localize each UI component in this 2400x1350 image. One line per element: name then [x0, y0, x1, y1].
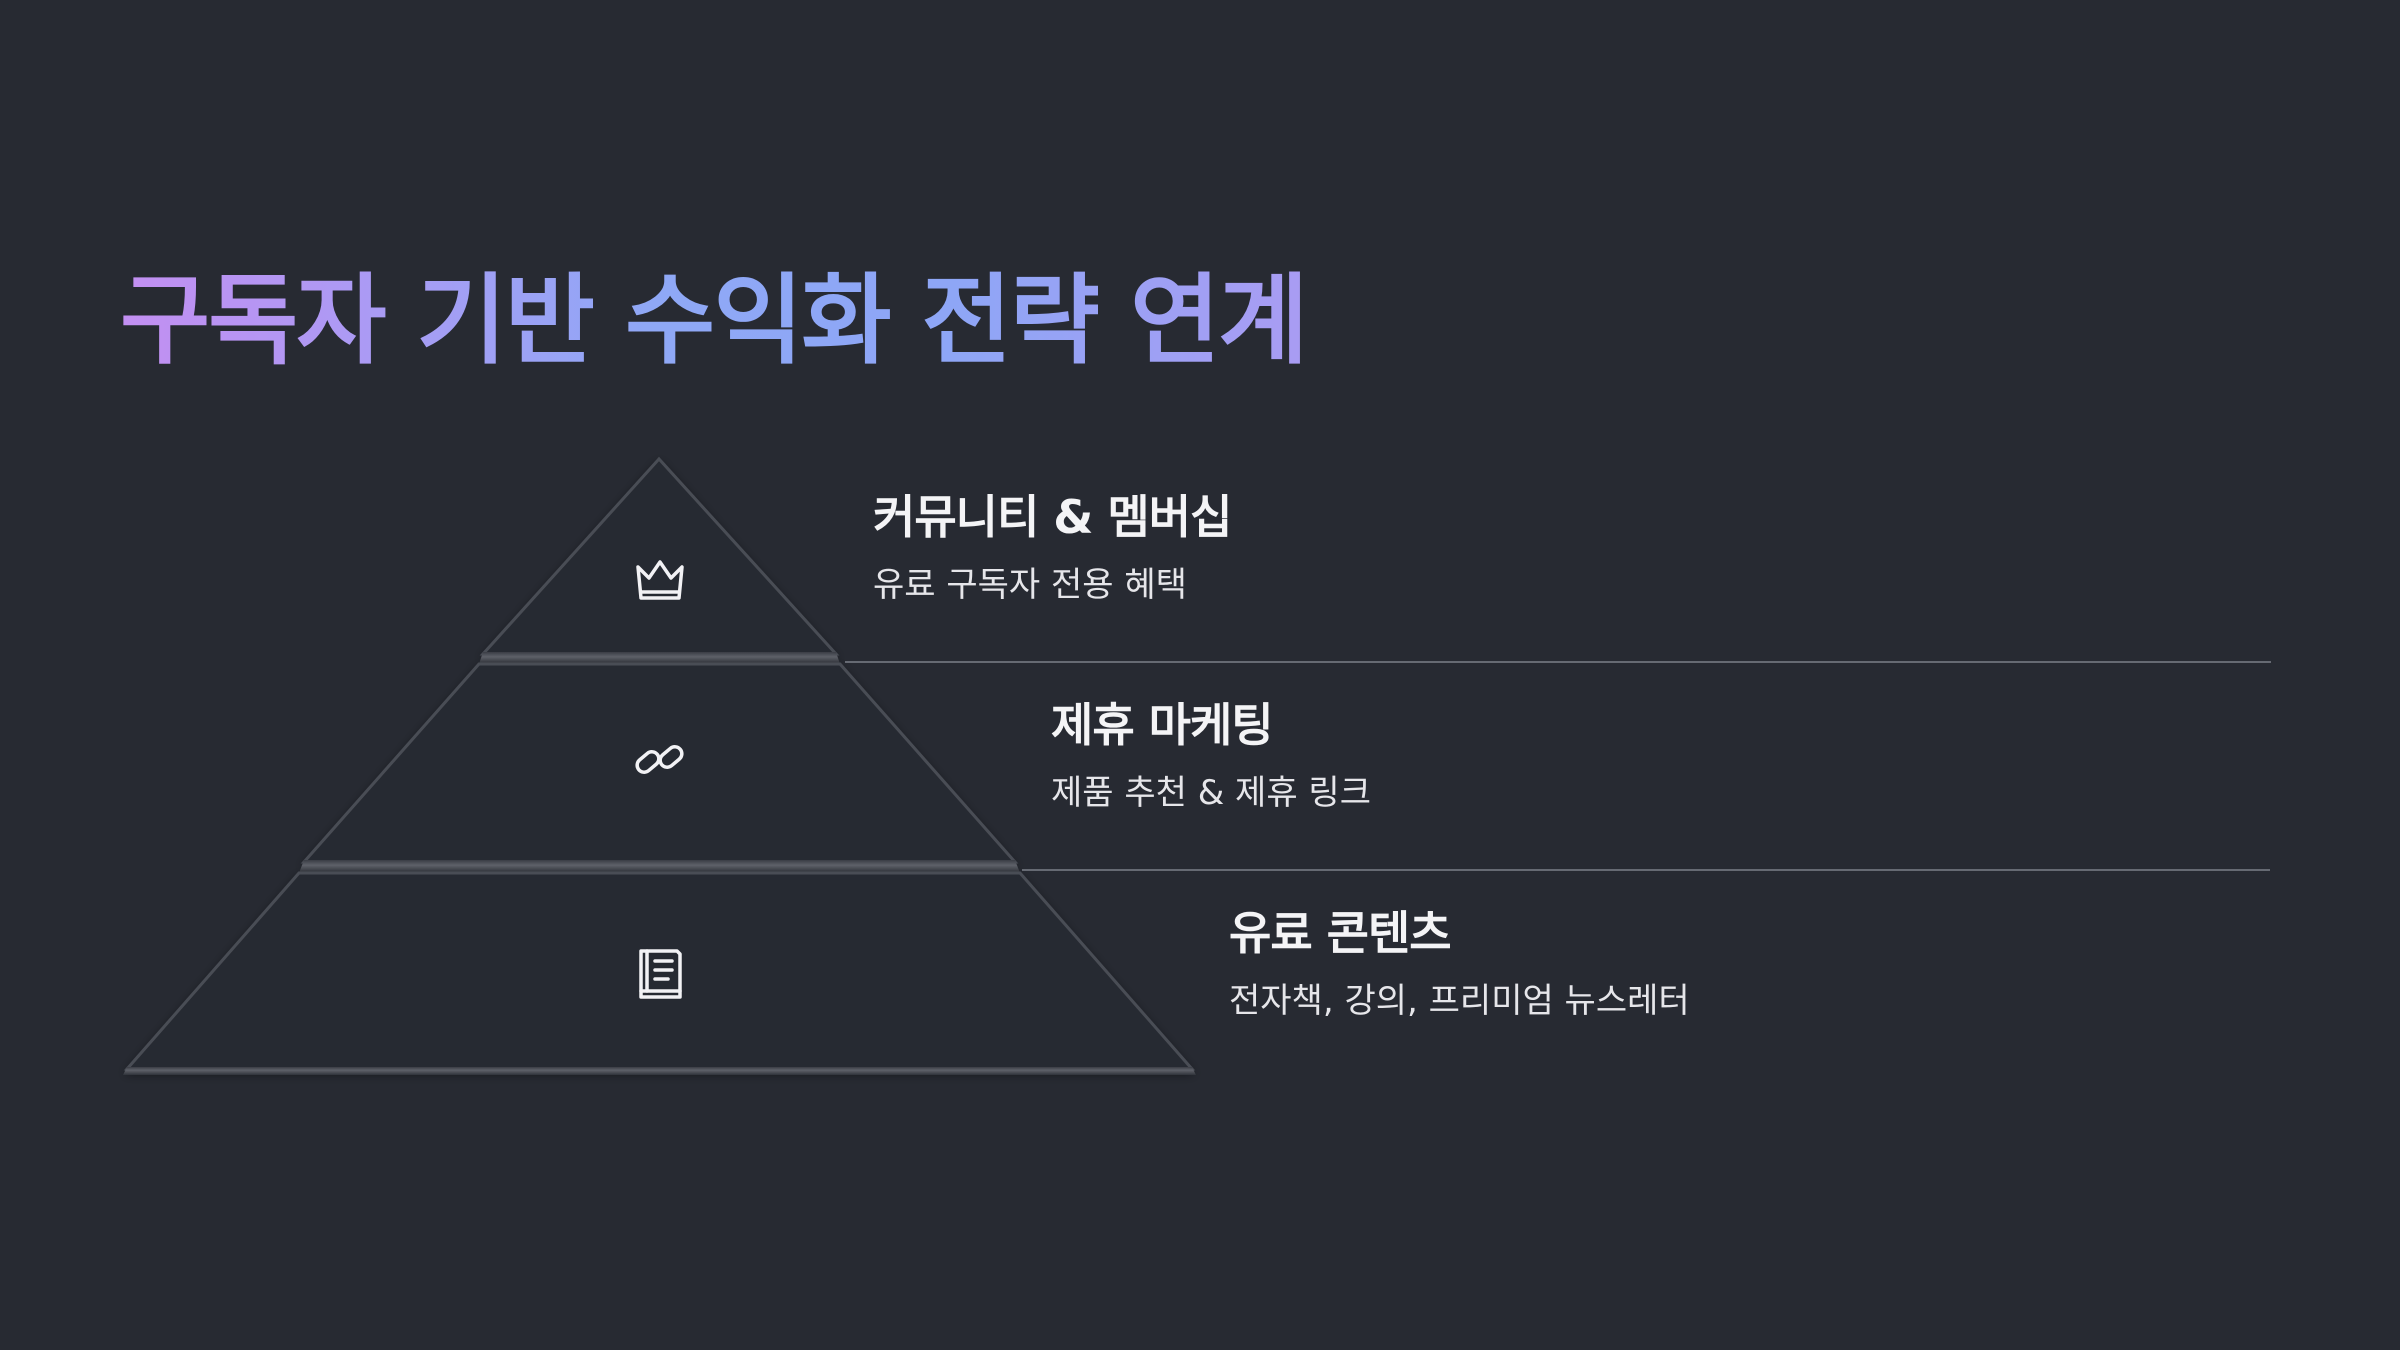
link-icon [635, 745, 684, 774]
pyramid-tier-middle [299, 662, 1020, 873]
tier-heading: 유료 콘텐츠 [1229, 906, 1452, 960]
crown-icon [636, 560, 684, 600]
pyramid-tier-top [479, 456, 840, 664]
tier-text-paid-content: 유료 콘텐츠 전자책, 강의, 프리미엄 뉴스레터 [1229, 906, 1690, 1022]
divider-line-1 [845, 661, 2271, 663]
tier-description: 제품 추천 & 제휴 링크 [1051, 773, 1371, 814]
tier-text-community: 커뮤니티 & 멤버십 유료 구독자 전용 혜택 [873, 490, 1232, 606]
divider-line-2 [1022, 869, 2270, 871]
page-title: 구독자 기반 수익화 전략 연계 [120, 264, 1308, 378]
book-icon [639, 949, 682, 999]
tier-heading: 제휴 마케팅 [1051, 698, 1274, 752]
tier-text-affiliate: 제휴 마케팅 제품 추천 & 제휴 링크 [1051, 698, 1371, 814]
tier-description: 전자책, 강의, 프리미엄 뉴스레터 [1229, 981, 1690, 1022]
pyramid-tier-bottom [123, 871, 1196, 1075]
tier-heading: 커뮤니티 & 멤버십 [873, 490, 1232, 544]
tier-description: 유료 구독자 전용 혜택 [873, 565, 1187, 606]
